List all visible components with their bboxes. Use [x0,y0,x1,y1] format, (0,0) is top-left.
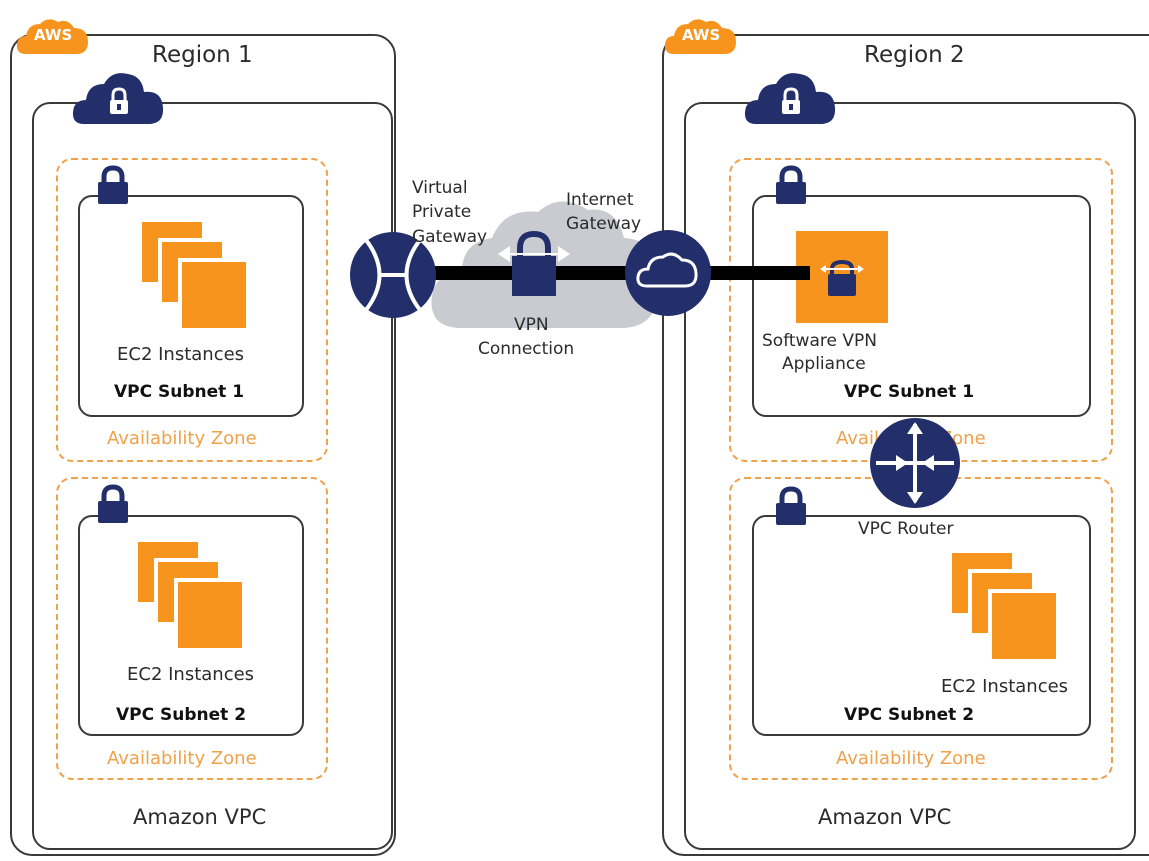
vpc-label-2: Amazon VPC [818,805,952,829]
az-label-1b: Availability Zone [107,748,257,769]
vgw-label-line1: Virtual [412,178,468,198]
vpc-label-1: Amazon VPC [133,805,267,829]
ec2-instances-icon [948,549,1060,663]
padlock-icon [98,165,128,204]
virtual-private-gateway-icon [350,232,436,318]
padlock-icon [776,165,806,204]
ec2-label-2b: EC2 Instances [941,676,1069,697]
subnet-label-1a: VPC Subnet 1 [114,382,245,402]
padlock-icon [98,484,128,523]
aws-badge-text: AWS [34,26,73,44]
az-label-1a: Availability Zone [107,428,257,449]
availability-zone-1b [56,477,328,780]
igw-label-line2: Gateway [566,214,642,234]
aws-badge-icon [664,19,736,54]
vgw-label-line2: Private [412,202,472,222]
vpn-label-line1: VPN [514,315,549,335]
software-vpn-appliance-icon [796,231,888,323]
region-2-title: Region 2 [864,42,965,68]
aws-badge-icon [16,19,89,54]
ec2-instances-icon [138,218,250,332]
padlock-icon [776,486,806,525]
subnet-label-1b: VPC Subnet 2 [116,705,247,725]
vgw-label-line3: Gateway [412,227,488,247]
vpc-cloud-lock-icon [72,73,164,124]
vpc-cloud-lock-icon [744,73,836,124]
subnet-label-2a: VPC Subnet 1 [844,382,975,402]
appliance-label-line2: Appliance [782,354,866,374]
appliance-label-line1: Software VPN [762,331,877,351]
internet-gateway-icon [625,230,711,316]
ec2-label-1a: EC2 Instances [117,344,245,365]
subnet-label-2b: VPC Subnet 2 [844,705,975,725]
aws-badge-text: AWS [682,26,721,44]
ec2-instances-icon [134,538,246,652]
availability-zone-1a [56,158,328,462]
vpc-router-label: VPC Router [858,519,954,539]
igw-label-line1: Internet [566,190,634,210]
vpn-tunnel-line [395,266,810,280]
vpn-lock-icon [498,230,570,296]
ec2-label-1b: EC2 Instances [127,664,255,685]
az-label-2b: Availability Zone [836,748,986,769]
vpc-router-icon [870,418,960,508]
region-1-title: Region 1 [152,42,253,68]
vpn-label-line2: Connection [478,339,575,359]
